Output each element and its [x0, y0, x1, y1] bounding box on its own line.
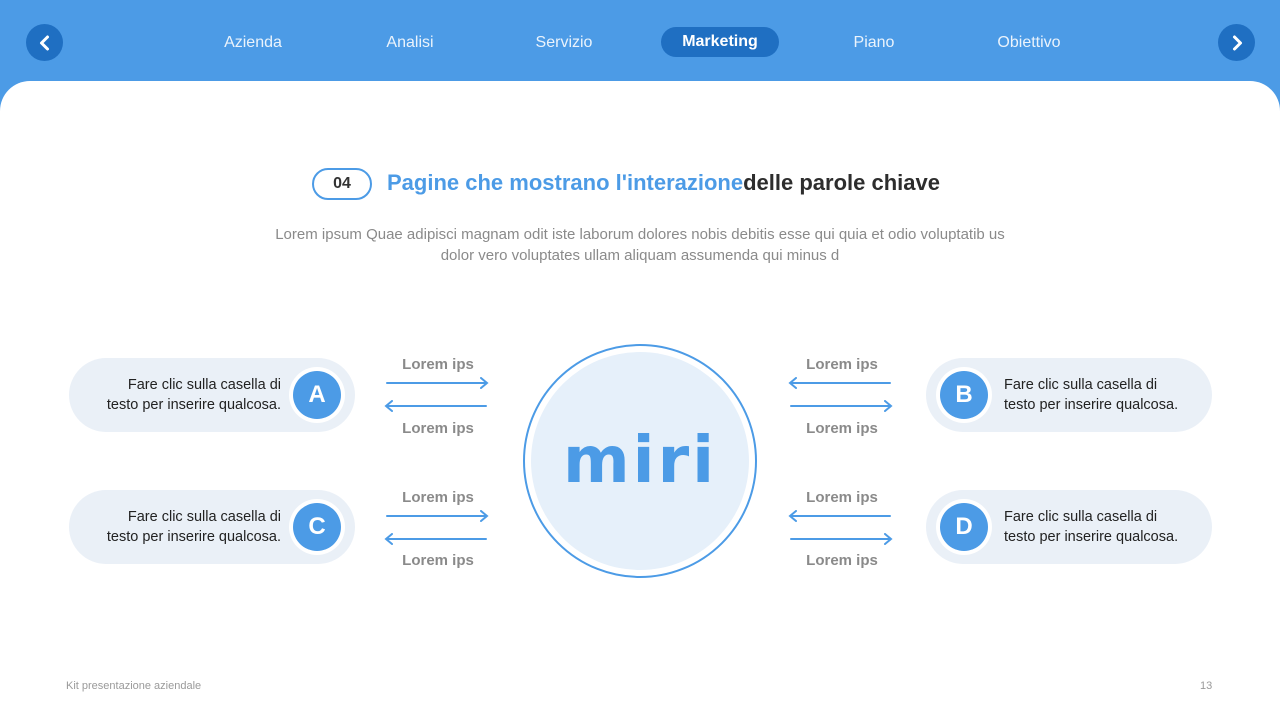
item-card-c[interactable]: Fare clic sulla casella di testo per inse…	[69, 490, 355, 564]
item-letter: B	[940, 371, 988, 419]
arrow-right-icon	[790, 400, 893, 412]
title-highlight: Pagine che mostrano l'interazione	[387, 170, 744, 195]
item-text-d: Fare clic sulla casella di testo per inse…	[1004, 508, 1178, 547]
arrow-label: Lorem ips	[806, 420, 878, 437]
brand-logo: miri	[562, 424, 718, 498]
chevron-right-icon	[1232, 35, 1242, 50]
arrow-label: Lorem ips	[806, 356, 878, 373]
subtitle-text: Lorem ipsum Quae adipisci magnam odit is…	[275, 226, 1005, 264]
item-card-b[interactable]: B Fare clic sulla casella di testo per in…	[926, 358, 1212, 432]
arrow-label: Lorem ips	[402, 489, 474, 506]
footer-caption: Kit presentazione aziendale	[66, 680, 202, 692]
arrow-right-icon	[386, 377, 489, 389]
top-nav-bar: Azienda Analisi Servizio Marketing Piano…	[0, 0, 1280, 90]
item-letter: D	[940, 503, 988, 551]
tab-analisi[interactable]: Analisi	[386, 34, 434, 51]
next-slide-button[interactable]	[1218, 24, 1255, 61]
arrow-left-icon	[788, 510, 891, 522]
item-text-line: Fare clic sulla casella di	[127, 509, 281, 525]
item-badge-a: A	[289, 367, 345, 423]
item-card-a[interactable]: Fare clic sulla casella di testo per inse…	[69, 358, 355, 432]
arrow-right-icon	[790, 533, 893, 545]
page-title: Pagine che mostrano l'interazionedelle p…	[387, 168, 940, 198]
section-number-badge: 04	[312, 168, 372, 200]
tab-marketing[interactable]: Marketing	[661, 27, 779, 57]
item-text-a: Fare clic sulla casella di testo per inse…	[107, 376, 281, 415]
item-badge-c: C	[289, 499, 345, 555]
chevron-left-icon	[39, 35, 49, 50]
page-number: 13	[1200, 680, 1213, 692]
item-letter: C	[293, 503, 341, 551]
item-text-line: testo per inserire qualcosa.	[106, 396, 281, 413]
tab-obiettivo[interactable]: Obiettivo	[997, 34, 1061, 51]
item-text-line: testo per inserire qualcosa.	[1004, 528, 1179, 545]
item-text-line: testo per inserire qualcosa.	[106, 528, 281, 545]
title-rest: delle parole chiave	[743, 170, 940, 195]
center-inner-circle: miri	[531, 352, 749, 570]
center-circle: miri	[523, 344, 757, 578]
arrow-left-icon	[384, 533, 487, 545]
tab-servizio[interactable]: Servizio	[535, 34, 593, 51]
arrow-label: Lorem ips	[402, 356, 474, 373]
prev-slide-button[interactable]	[26, 24, 63, 61]
item-text-c: Fare clic sulla casella di testo per inse…	[107, 508, 281, 547]
arrow-label: Lorem ips	[806, 489, 878, 506]
nav-tabs: Azienda Analisi Servizio Marketing Piano…	[190, 24, 1090, 62]
arrow-left-icon	[384, 400, 487, 412]
tab-piano[interactable]: Piano	[853, 34, 895, 51]
item-text-line: Fare clic sulla casella di	[127, 377, 281, 393]
arrow-right-icon	[386, 510, 489, 522]
arrow-label: Lorem ips	[402, 552, 474, 569]
item-letter: A	[293, 371, 341, 419]
arrow-left-icon	[788, 377, 891, 389]
item-text-line: Fare clic sulla casella di	[1004, 377, 1158, 393]
item-badge-b: B	[936, 367, 992, 423]
item-card-d[interactable]: D Fare clic sulla casella di testo per in…	[926, 490, 1212, 564]
item-text-line: testo per inserire qualcosa.	[1004, 396, 1179, 413]
item-badge-d: D	[936, 499, 992, 555]
arrow-label: Lorem ips	[402, 420, 474, 437]
arrow-label: Lorem ips	[806, 552, 878, 569]
tab-azienda[interactable]: Azienda	[224, 34, 282, 51]
item-text-line: Fare clic sulla casella di	[1004, 509, 1158, 525]
item-text-b: Fare clic sulla casella di testo per inse…	[1004, 376, 1178, 415]
